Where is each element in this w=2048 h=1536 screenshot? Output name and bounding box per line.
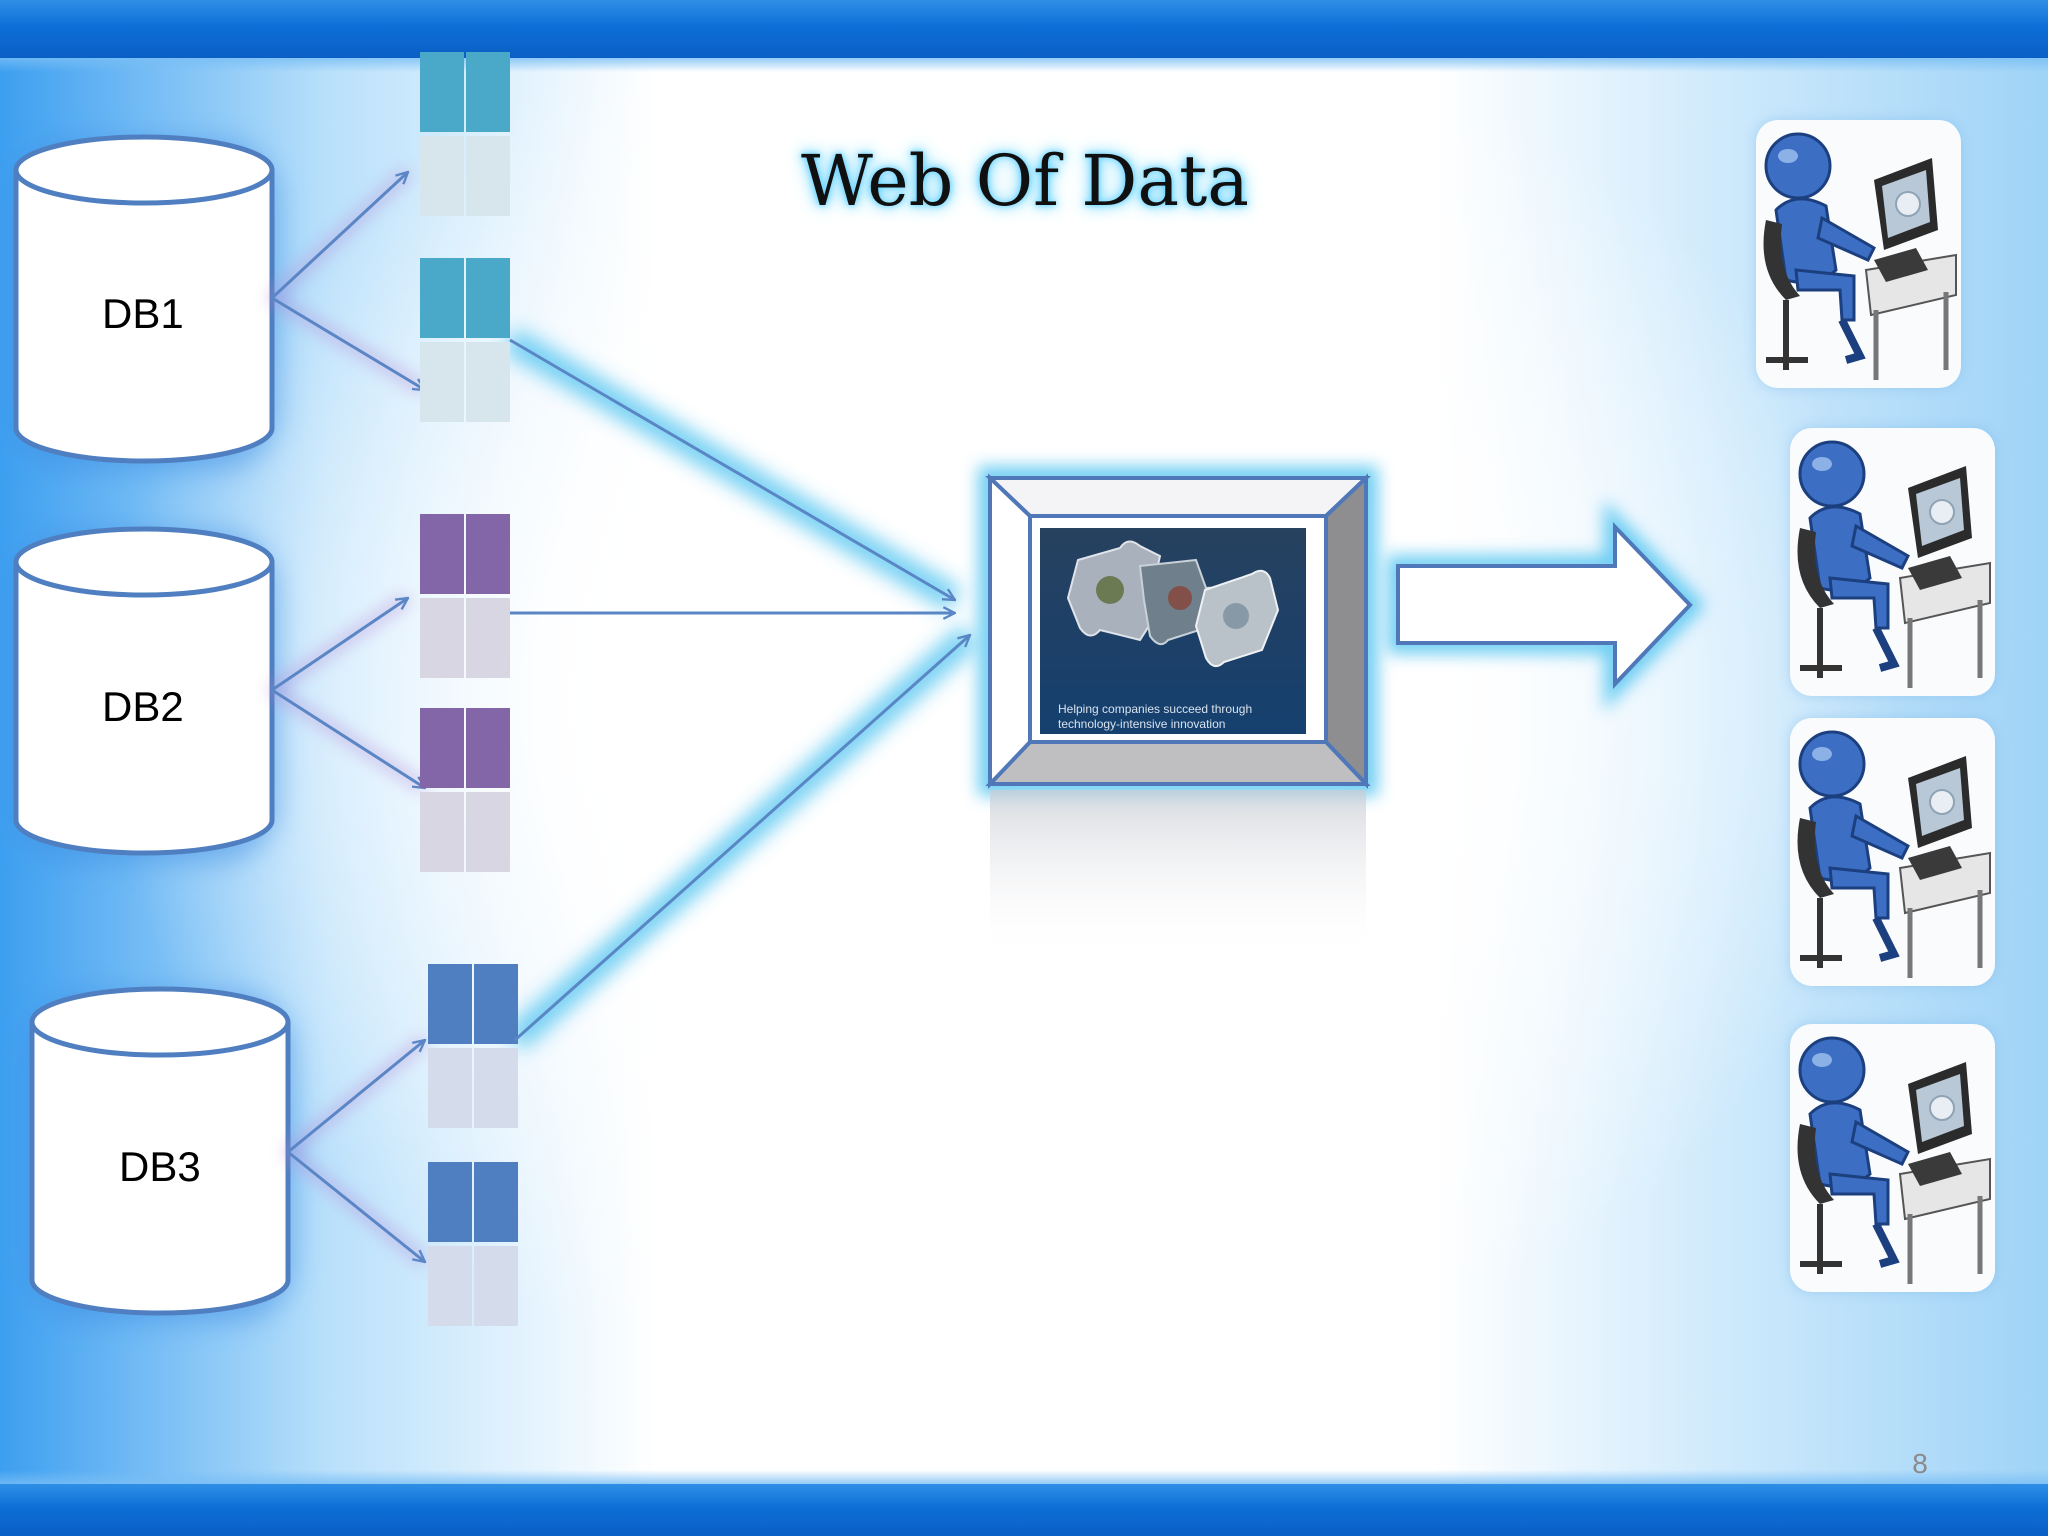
table-cell [420,792,464,872]
table-cell [420,708,464,788]
table-cell [474,1162,518,1242]
arrow-db3-to-table5 [287,1040,425,1154]
database-db2 [10,526,278,862]
table-icon [420,258,510,422]
hub-reflection [990,790,1366,960]
database-db1-top [13,134,275,206]
arrow-right-icon [1396,522,1693,690]
table-cell [420,598,464,678]
table-cell [474,1048,518,1128]
bottom-band-edge [0,1470,2048,1484]
user-at-computer-icon [1797,1036,1991,1284]
arrow-db1-to-table1 [270,172,408,300]
table-cell [420,342,464,422]
table-icon [420,52,510,216]
table-cell [428,964,472,1044]
top-band-edge [0,58,2048,72]
arrow-db3-to-table6 [287,1150,425,1262]
table-cell [428,1246,472,1326]
table-cell [474,964,518,1044]
table-cell [466,136,510,216]
top-band [0,0,2048,58]
page-number: 8 [1912,1448,1928,1479]
arrow-db1-to-table2 [271,296,425,390]
arrow-table2-to-hub [509,338,955,600]
table-cell [474,1246,518,1326]
table-icon [428,1162,518,1326]
table-cell [420,52,464,132]
arrow-table5-to-hub [514,635,970,1042]
database-db2-body [13,562,275,856]
table-cell [466,52,510,132]
table-cell [420,258,464,338]
table-cell [466,708,510,788]
database-db2-top [13,526,275,598]
user-at-computer-icon [1797,440,1991,688]
hub-caption-line1: Helping companies succeed through [1058,702,1252,716]
central-hub-frame: Helping companies succeed through techno… [984,473,1372,960]
user-card [1790,428,1995,696]
user-at-computer-icon [1797,730,1991,978]
db1-label: DB1 [102,290,184,337]
table-cell [466,514,510,594]
table-icon [420,514,510,678]
table-cell [420,514,464,594]
tables-group [420,52,518,1326]
database-db1 [10,134,278,470]
table-cell [466,598,510,678]
db2-label: DB2 [102,683,184,730]
db-branch-arrows [268,168,429,1266]
slide-title: Web Of Data [801,140,1249,222]
table-cell [466,792,510,872]
table-icon [420,708,510,872]
table-cell [428,1162,472,1242]
user-card [1790,1024,1995,1292]
arrow-db2-to-table4 [271,688,425,788]
database-db3-top [29,986,291,1058]
database-db1-body [13,170,275,464]
user-card [1790,718,1995,986]
arrow-db2-to-table3 [271,598,408,692]
converging-arrows [509,338,970,1042]
table-cell [420,136,464,216]
database-db3-body [29,1022,291,1316]
puzzle-pieces-icon [1066,540,1280,668]
table-cell [466,342,510,422]
database-db3 [26,986,294,1322]
table-cell [428,1048,472,1128]
db3-label: DB3 [119,1143,201,1190]
user-at-computer-icon [1763,132,1957,380]
hub-caption-line2: technology-intensive innovation [1058,717,1225,731]
table-cell [466,258,510,338]
user-card [1756,120,1961,388]
table-icon [428,964,518,1128]
bottom-band [0,1484,2048,1536]
